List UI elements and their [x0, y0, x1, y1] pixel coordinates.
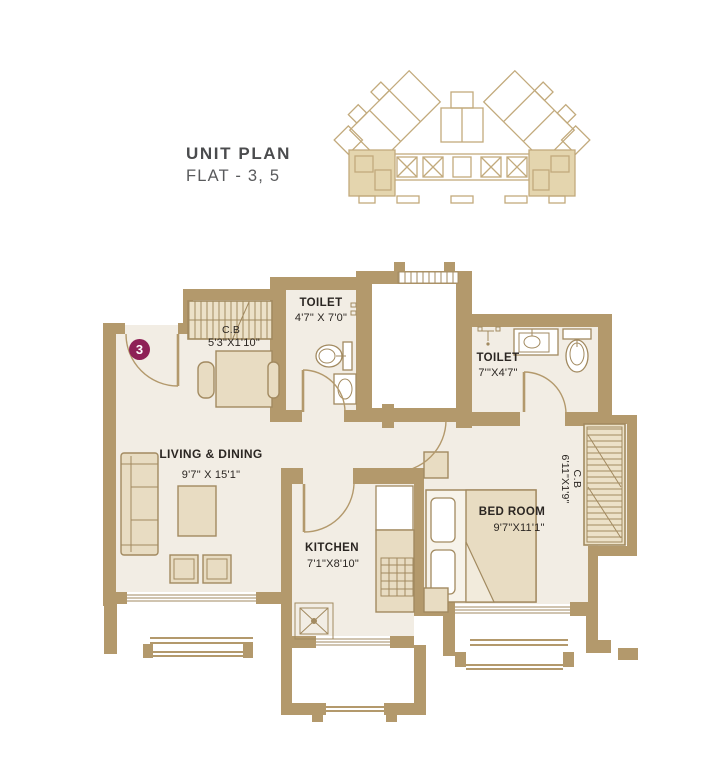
toilet-right-label: TOILET [476, 352, 520, 364]
kitchen-door [302, 483, 355, 533]
living-window [127, 592, 256, 604]
cupboard-top [187, 300, 273, 340]
kitchen-dims: 7'1"X8'10" [307, 558, 359, 570]
page-title: UNIT PLAN FLAT - 3, 5 [186, 144, 291, 186]
living-dims: 9'7" X 15'1" [181, 469, 241, 481]
duct-grill [397, 271, 459, 284]
key-plan-highlighted-unit-right [528, 149, 576, 197]
stools [169, 554, 232, 584]
toilet-right-fixtures [477, 326, 592, 373]
wash-platform [294, 602, 334, 640]
passage-floor [283, 420, 384, 472]
toilet-top-label: TOILET [299, 297, 343, 309]
toilet-top-dims: 4'7" X 7'0" [294, 312, 348, 324]
fridge-space [375, 485, 414, 531]
living-label: LIVING & DINING [159, 447, 263, 461]
windows [127, 271, 570, 712]
walls [103, 262, 638, 722]
wardrobe [583, 423, 626, 546]
bed [425, 489, 537, 603]
key-plan [333, 69, 591, 204]
cupboard-bedroom-dims: 6'11"X1'9" [559, 454, 571, 504]
coffee-table [177, 485, 217, 537]
sofa [120, 452, 159, 556]
toilet-right-dims: 7'"X4'7" [478, 367, 518, 379]
dining-set [197, 350, 280, 408]
bedroom-door [393, 418, 447, 473]
pillow [430, 497, 456, 543]
shower-icon [482, 330, 494, 341]
bedside-table [423, 451, 449, 479]
unit-number-badge: 3 [129, 339, 150, 360]
kitchen-platform [375, 529, 415, 613]
bedroom-dims: 9'7"X11'1" [493, 522, 545, 534]
dining-table [215, 350, 273, 408]
wc-tank [562, 328, 592, 340]
bedside-table [423, 587, 449, 613]
cupboard-bedroom-label: C.B 6'11"X1'9" [559, 455, 583, 504]
kitchen-label: KITCHEN [305, 542, 359, 554]
key-plan-x-boxes [396, 156, 528, 178]
utility-window [316, 636, 390, 648]
cupboard-bedroom-name: C.B [571, 469, 583, 489]
flat-subtitle: FLAT - 3, 5 [186, 167, 281, 185]
bedroom-window [455, 604, 570, 616]
kitchen-fixtures [294, 485, 415, 640]
cupboard-top-dims: 5'3"X1'10" [208, 337, 260, 349]
dining-chair [267, 361, 280, 399]
entrance-door [125, 333, 180, 387]
cupboard-top-label: C.B [221, 324, 241, 336]
bedroom-label: BED ROOM [478, 506, 546, 518]
plan-title: UNIT PLAN [186, 144, 292, 163]
toilet-right-door [522, 371, 567, 415]
key-plan-highlighted-unit-left [348, 149, 396, 197]
duct-shaft [372, 284, 456, 408]
balcony-railings [150, 637, 568, 712]
doors [125, 333, 567, 533]
blanket-fold [465, 541, 495, 603]
stove [380, 557, 414, 597]
toilet-top-door [301, 369, 346, 413]
dining-chair [197, 361, 215, 399]
